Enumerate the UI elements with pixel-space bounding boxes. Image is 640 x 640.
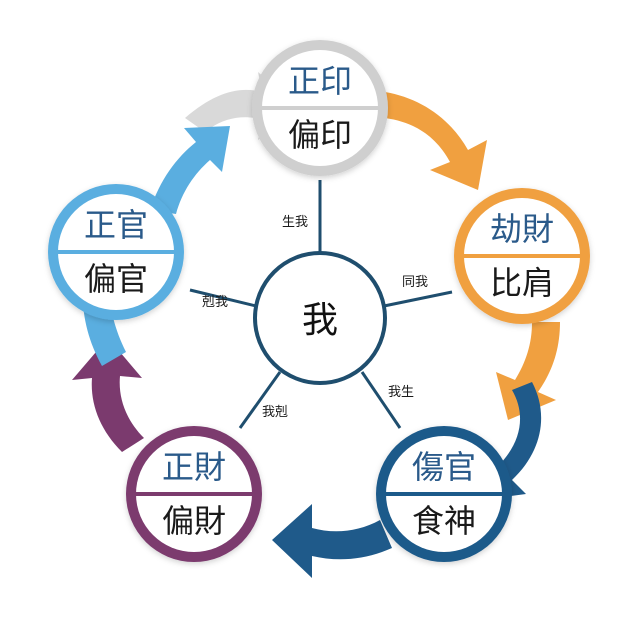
node-zhengguan bbox=[48, 184, 184, 320]
label-ke-wo: 剋我 bbox=[202, 295, 228, 310]
arrow-purple bbox=[72, 338, 144, 452]
label-wo-ke: 我剋 bbox=[262, 405, 288, 420]
label-tong-wo: 同我 bbox=[402, 275, 428, 290]
spoke-bottom-left bbox=[238, 371, 282, 429]
node-yin-top: 正印 bbox=[288, 62, 352, 100]
spoke-bottom-right bbox=[360, 371, 402, 429]
relation-labels: 生我 同我 我生 我剋 剋我 bbox=[202, 215, 428, 420]
spoke-right bbox=[383, 290, 453, 308]
spokes bbox=[189, 180, 453, 429]
node-shangguan bbox=[376, 426, 512, 562]
label-wo-sheng: 我生 bbox=[388, 385, 414, 400]
node-zhengcai-bottom: 偏財 bbox=[162, 502, 226, 540]
node-shangguan-bottom: 食神 bbox=[412, 502, 476, 540]
node-shangguan-top: 傷官 bbox=[412, 448, 476, 486]
node-zhengcai bbox=[126, 426, 262, 562]
node-yin-bottom: 偏印 bbox=[288, 116, 352, 154]
node-jiecai-top: 劫財 bbox=[490, 210, 554, 248]
node-jiecai bbox=[454, 188, 590, 324]
arrow-orange bbox=[385, 92, 487, 190]
arrow-orange-2 bbox=[496, 322, 560, 420]
spoke-left bbox=[189, 288, 257, 308]
node-zhengguan-bottom: 偏官 bbox=[84, 260, 148, 298]
center-node: 我 bbox=[253, 251, 387, 385]
node-zhengcai-top: 正財 bbox=[162, 448, 226, 486]
arrow-navy-2 bbox=[272, 504, 392, 578]
node-jiecai-bottom: 比肩 bbox=[490, 264, 554, 302]
label-sheng-wo: 生我 bbox=[282, 215, 308, 230]
node-yin bbox=[252, 40, 388, 176]
arrow-sky-2 bbox=[150, 126, 230, 214]
center-label: 我 bbox=[302, 300, 338, 341]
node-zhengguan-top: 正官 bbox=[84, 206, 148, 244]
